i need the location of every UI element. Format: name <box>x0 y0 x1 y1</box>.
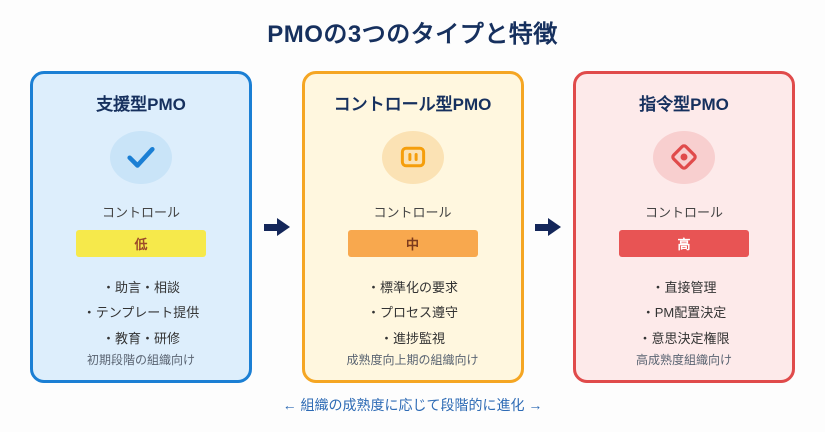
card-support-pmo: 支援型PMO コントロール 低 ・助言・相談 ・テンプレート提供 ・教育・研修 … <box>30 71 252 383</box>
feature-item: ・助言・相談 <box>101 279 180 295</box>
audience-label: 初期段階の組織向け <box>86 353 195 367</box>
feature-item: ・テンプレート提供 <box>82 305 200 321</box>
feature-item: ・直接管理 <box>651 279 717 295</box>
card-control-pmo: コントロール型PMO コントロール 中 ・標準化の要求 ・プロセス遵守 ・進捗監… <box>301 71 524 383</box>
check-icon <box>110 131 172 184</box>
right-arrow-icon <box>263 218 290 236</box>
feature-list: ・標準化の要求 ・プロセス遵守 ・進捗監視 <box>367 275 458 351</box>
feature-list: ・直接管理 ・PM配置決定 ・意思決定権限 <box>638 275 729 351</box>
card-title: 指令型PMO <box>639 95 729 114</box>
card-title: 支援型PMO <box>96 95 186 114</box>
level-badge: 低 <box>76 229 206 257</box>
right-arrow-icon <box>535 218 562 236</box>
pmo-cards-row: 支援型PMO コントロール 低 ・助言・相談 ・テンプレート提供 ・教育・研修 … <box>0 71 825 383</box>
feature-list: ・助言・相談 ・テンプレート提供 ・教育・研修 <box>83 275 200 351</box>
outlet-icon <box>381 131 444 184</box>
audience-label: 高成熟度組織向け <box>635 353 732 367</box>
control-label: コントロール <box>373 204 452 220</box>
maturity-evolution-caption: ← 組織の成熟度に応じて段階的に進化 → <box>282 397 543 413</box>
target-diamond-icon <box>653 131 715 184</box>
feature-item: ・PM配置決定 <box>641 305 727 321</box>
control-label: コントロール <box>644 204 723 220</box>
page-title: PMOの3つのタイプと特徴 <box>267 21 558 48</box>
feature-item: ・標準化の要求 <box>366 279 458 295</box>
audience-label: 成熟度向上期の組織向け <box>346 353 479 367</box>
level-badge: 高 <box>619 229 749 257</box>
feature-item: ・プロセス遵守 <box>366 305 458 321</box>
feature-item: ・意思決定権限 <box>638 330 730 346</box>
level-badge: 中 <box>347 229 478 257</box>
feature-item: ・進捗監視 <box>379 330 445 346</box>
card-directive-pmo: 指令型PMO コントロール 高 ・直接管理 ・PM配置決定 ・意思決定権限 高成… <box>573 71 795 383</box>
control-label: コントロール <box>101 204 180 220</box>
card-title: コントロール型PMO <box>333 95 492 114</box>
feature-item: ・教育・研修 <box>101 330 180 346</box>
